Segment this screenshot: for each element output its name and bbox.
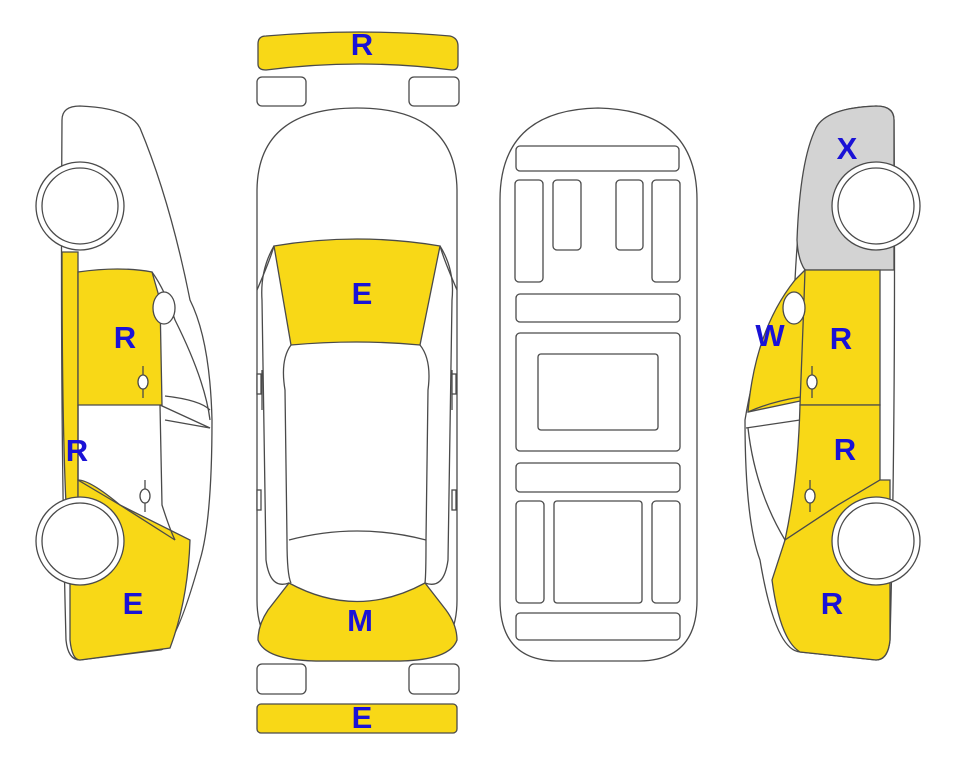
front-left-light xyxy=(256,663,307,695)
left-front-wheel xyxy=(35,496,125,586)
code-rear-bumper: R xyxy=(351,27,373,62)
rear-right-light xyxy=(408,76,460,107)
left-rear-door-panel[interactable] xyxy=(77,268,163,406)
top-view xyxy=(256,31,460,734)
code-right-front-door: R xyxy=(834,432,856,467)
code-hood: M xyxy=(347,603,373,638)
top-body-outline xyxy=(256,107,458,662)
right-front-wheel xyxy=(831,496,921,586)
code-right-windshield: W xyxy=(755,318,785,353)
underside-view xyxy=(499,107,698,662)
right-side-view xyxy=(744,105,921,661)
front-bumper-panel[interactable] xyxy=(256,703,458,734)
right-rear-wheel xyxy=(831,161,921,251)
code-right-rear-door: R xyxy=(830,321,852,356)
left-rear-wheel xyxy=(35,161,125,251)
left-side-view xyxy=(35,105,213,661)
code-front-bumper: E xyxy=(352,700,373,735)
code-left-rear-door: R xyxy=(114,320,136,355)
damage-codes: R E M E R R E X W R R R xyxy=(66,27,858,735)
hood-panel[interactable] xyxy=(257,582,458,662)
code-roof-front: E xyxy=(352,276,373,311)
code-left-rocker: R xyxy=(66,433,88,468)
rear-bumper-panel[interactable] xyxy=(257,31,459,71)
rear-left-light xyxy=(256,76,307,107)
code-right-front-fender: R xyxy=(821,586,843,621)
code-right-rear-quarter: X xyxy=(837,131,858,166)
code-left-front-fender: E xyxy=(123,586,144,621)
front-right-light xyxy=(408,663,460,695)
roof-front-panel[interactable] xyxy=(273,238,441,346)
